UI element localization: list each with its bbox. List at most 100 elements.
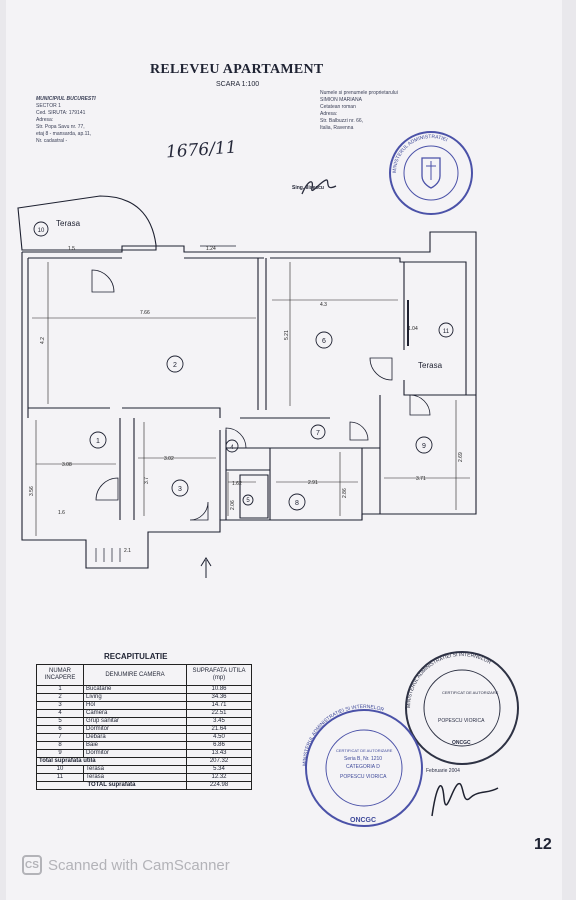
east-wall [362, 395, 477, 515]
left-info-line: Ced. SIRUTA: 179141 [36, 110, 86, 116]
floor-plan: 7.66 4.2 4.3 5.21 3.08 3.56 3.02 3.7 1.6… [17, 195, 477, 578]
recap-total-label: TOTAL suprafata [36, 781, 187, 790]
opening-dim: 1.04 [408, 326, 418, 332]
page-number: 12 [534, 836, 552, 853]
dim-hall-depth: 3.7 [144, 477, 150, 484]
right-info-line: Numele si prenumele proprietarului [320, 90, 398, 96]
recap-cell-area: 12.32 [186, 773, 252, 782]
interior-wall-8 [366, 395, 381, 514]
bottom-left-stamp-line: CERTIFICAT DE AUTORIZARE [336, 748, 393, 753]
bottom-signature-scribble [431, 783, 499, 817]
recap-table: NUMAR INCAPERE DENUMIRE CAMERA SUPRAFATA… [36, 664, 252, 790]
room-number: 9 [422, 443, 426, 450]
left-info-line: Adresa: [36, 117, 54, 123]
room-number: 8 [295, 500, 299, 507]
west-wall [21, 252, 29, 418]
recap-cell-name: Terasa [83, 765, 187, 774]
recap-cell-no: 2 [36, 693, 84, 702]
right-info-line: Str. Balbuzzi nr. 66, [320, 118, 364, 124]
right-info-line: SIMION MARIANA [320, 97, 362, 103]
door-swing [91, 269, 115, 293]
opening-dim: 1.6 [58, 510, 65, 516]
dim-bedroom9-width: 3.71 [416, 476, 426, 482]
svg-text:MINISTERUL ADMINISTRATIEI SI I: MINISTERUL ADMINISTRATIEI SI INTERNELOR [406, 652, 492, 708]
interior-wall-2 [119, 418, 135, 520]
dim-bedroom6-width: 4.3 [320, 302, 327, 308]
dim-living-depth: 4.2 [40, 337, 46, 344]
recap-cell-name: Terasa [83, 773, 187, 782]
recap-cell-name: Hol [83, 701, 187, 710]
dim-hall-width: 3.02 [164, 456, 174, 462]
bottom-left-stamp-line: Seria B, Nr. 1210 [344, 756, 382, 762]
right-info-line: Cetatean roman [320, 104, 356, 110]
north-wall-inner [28, 257, 467, 395]
south-wall [21, 418, 363, 569]
recap-cell-no: 4 [36, 709, 84, 718]
recap-cell-name: Dormitor [83, 725, 187, 734]
room-number: 2 [173, 362, 177, 369]
recap-header-number: NUMAR INCAPERE [36, 664, 84, 686]
door-swing [95, 477, 119, 501]
recap-cell-name: Baie [83, 741, 187, 750]
door-swing [409, 394, 431, 416]
right-info-block: Numele si prenumele proprietarului SIMIO… [320, 90, 470, 132]
recap-total-area: 207.32 [186, 757, 252, 766]
recap-cell-area: 21.64 [186, 725, 252, 734]
bottom-left-stamp-line: ONCGC [350, 817, 376, 824]
door-swing [225, 427, 247, 449]
right-info-line: Italia, Ravenna [320, 125, 354, 131]
top-signature-scribble [301, 179, 337, 195]
room-number: 4 [230, 445, 234, 451]
recap-cell-area: 34.36 [186, 693, 252, 702]
scale-label: SCARA 1:100 [216, 81, 260, 88]
recap-cell-no: 10 [36, 765, 84, 774]
recap-header-name: DENUMIRE CAMERA [83, 664, 187, 686]
interior-wall-3 [219, 430, 227, 520]
recap-cell-no: 3 [36, 701, 84, 710]
recap-cell-name: Debara [83, 733, 187, 742]
recap-cell-area: 5.34 [186, 765, 252, 774]
dim-bedroom9-depth: 2.69 [458, 452, 464, 462]
left-info-line: Str. Popa Savu nr. 77, [36, 124, 85, 130]
dim-living-width: 7.66 [140, 310, 150, 316]
recap-header-row: NUMAR INCAPERE DENUMIRE CAMERA SUPRAFATA… [36, 664, 252, 686]
recap-cell-area: 6.86 [186, 741, 252, 750]
signature-caption: Sing. Ilisescu [292, 185, 324, 191]
left-info-block: MUNICIPIUL BUCURESTI SECTOR 1 Ced. SIRUT… [36, 96, 156, 145]
dim-bath-width: 2.91 [308, 480, 318, 486]
recap-cell-area: 14.71 [186, 701, 252, 710]
bottom-left-stamp-line: POPESCU VIORICA [340, 774, 387, 780]
opening-dim: 2.1 [124, 548, 131, 554]
interior-wall-1 [28, 407, 330, 419]
room-number: 5 [246, 498, 250, 504]
room-number: 10 [38, 228, 45, 234]
stamp-date: Februarie 2004 [426, 768, 460, 774]
left-info-line: Nr. cadastral - [36, 138, 68, 144]
dim-bedroom6-depth: 5.21 [284, 330, 290, 340]
bottom-right-stamp-line: POPESCU VIORICA [438, 718, 485, 724]
bottom-stamps: MINISTERUL ADMINISTRATIEI SI INTERNELOR … [302, 651, 519, 827]
recap-total-label: Total suprafata utila [36, 757, 187, 766]
recap-cell-area: 3.45 [186, 717, 252, 726]
room-number: 1 [96, 438, 100, 445]
recap-cell-no: 9 [36, 749, 84, 758]
interior-wall-6 [269, 447, 366, 520]
bottom-right-stamp-text: MINISTERUL ADMINISTRATIEI SI INTERNELOR [406, 652, 492, 708]
dim-kitchen-depth: 3.56 [29, 486, 35, 496]
recap-header-area: SUPRAFATA UTILA (mp) [186, 664, 252, 686]
terrace-10-outline [17, 195, 157, 251]
interior-wall-7 [226, 447, 270, 471]
recap-cell-name: Bucatarie [83, 685, 187, 694]
recap-cell-no: 7 [36, 733, 84, 742]
camscanner-logo-icon: CS [22, 855, 42, 875]
